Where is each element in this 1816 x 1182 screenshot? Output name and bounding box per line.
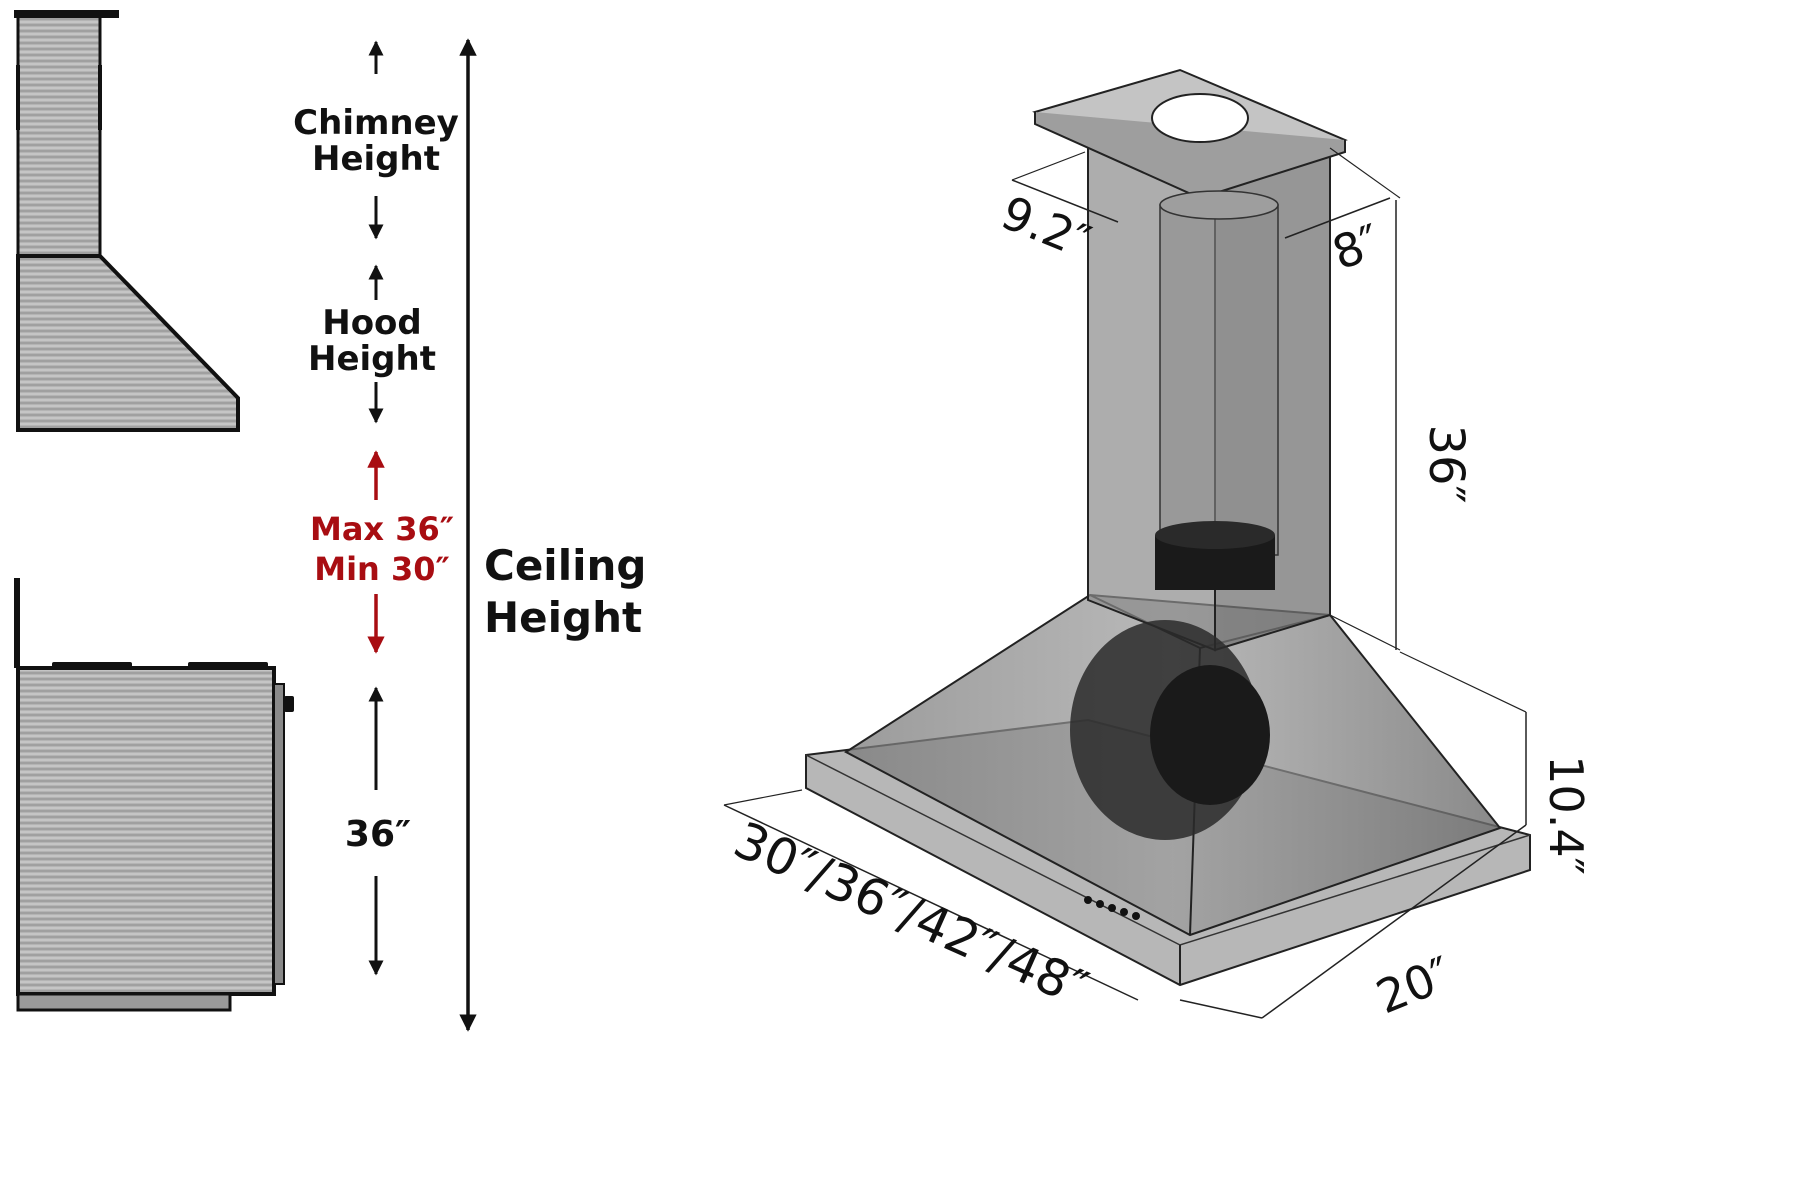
chimney-label-line1: Chimney [293, 103, 459, 143]
control-buttons [1084, 896, 1140, 920]
clearance-max-label: Max 36″ [310, 510, 454, 548]
right-dimension-lines [723, 147, 1527, 1019]
side-view-hood [14, 10, 240, 432]
ceiling-label-line2: Height [484, 593, 642, 642]
range-height-label: 36″ [345, 814, 411, 855]
chimney-height-dim: 36″ [1418, 424, 1474, 503]
side-view-range [14, 578, 294, 1012]
isometric-hood [805, 68, 1531, 987]
hood-height-dim: 10.4″ [1539, 755, 1593, 875]
top-width-label: 8″ [1325, 214, 1387, 281]
top-depth-label: 9.2″ [994, 185, 1098, 269]
hood-label-line2: Height [308, 339, 436, 379]
chimney-label-line2: Height [312, 139, 440, 179]
clearance-min-label: Min 30″ [314, 550, 450, 588]
hood-label-line1: Hood [322, 303, 422, 343]
ceiling-label-line1: Ceiling [484, 541, 646, 590]
depth-dim: 20″ [1369, 946, 1459, 1024]
left-dimension-callouts: Chimney Height Hood Height Max 36″ Min 3… [293, 38, 646, 1032]
